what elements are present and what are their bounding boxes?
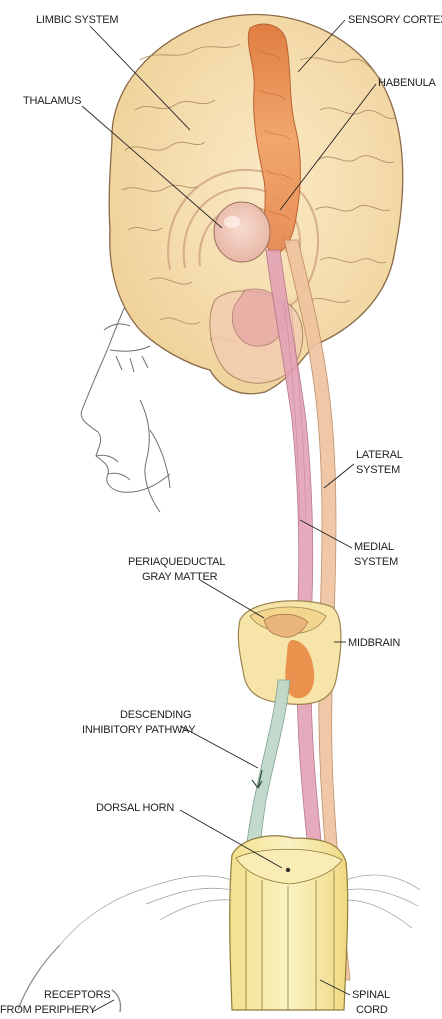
label-habenula: HABENULA bbox=[378, 77, 437, 89]
label-spinal-cord: SPINAL bbox=[352, 989, 390, 1001]
label-medial-system: MEDIAL bbox=[354, 541, 394, 553]
label-lateral-system-2: SYSTEM bbox=[356, 464, 400, 476]
label-thalamus: THALAMUS bbox=[23, 95, 81, 107]
label-medial-system-2: SYSTEM bbox=[354, 556, 398, 568]
midbrain-block bbox=[238, 601, 341, 705]
label-spinal-cord-2: CORD bbox=[356, 1004, 388, 1016]
leader-periaq bbox=[200, 580, 264, 618]
label-descending: DESCENDING bbox=[120, 709, 191, 721]
label-lateral-system: LATERAL bbox=[356, 449, 403, 461]
label-midbrain: MIDBRAIN bbox=[348, 637, 400, 649]
label-limbic-system: LIMBIC SYSTEM bbox=[36, 14, 118, 26]
label-receptors: RECEPTORS bbox=[44, 989, 110, 1001]
label-descending-2: INHIBITORY PATHWAY bbox=[82, 724, 196, 736]
thalamus-shape bbox=[214, 202, 270, 262]
spinal-cord bbox=[18, 836, 420, 1012]
label-dorsal-horn: DORSAL HORN bbox=[96, 802, 174, 814]
label-periaqueductal-2: GRAY MATTER bbox=[142, 571, 218, 583]
label-periaqueductal: PERIAQUEDUCTAL bbox=[128, 556, 225, 568]
label-receptors-2: FROM PERIPHERY bbox=[0, 1004, 97, 1016]
label-sensory-cortex: SENSORY CORTEX bbox=[348, 14, 442, 26]
